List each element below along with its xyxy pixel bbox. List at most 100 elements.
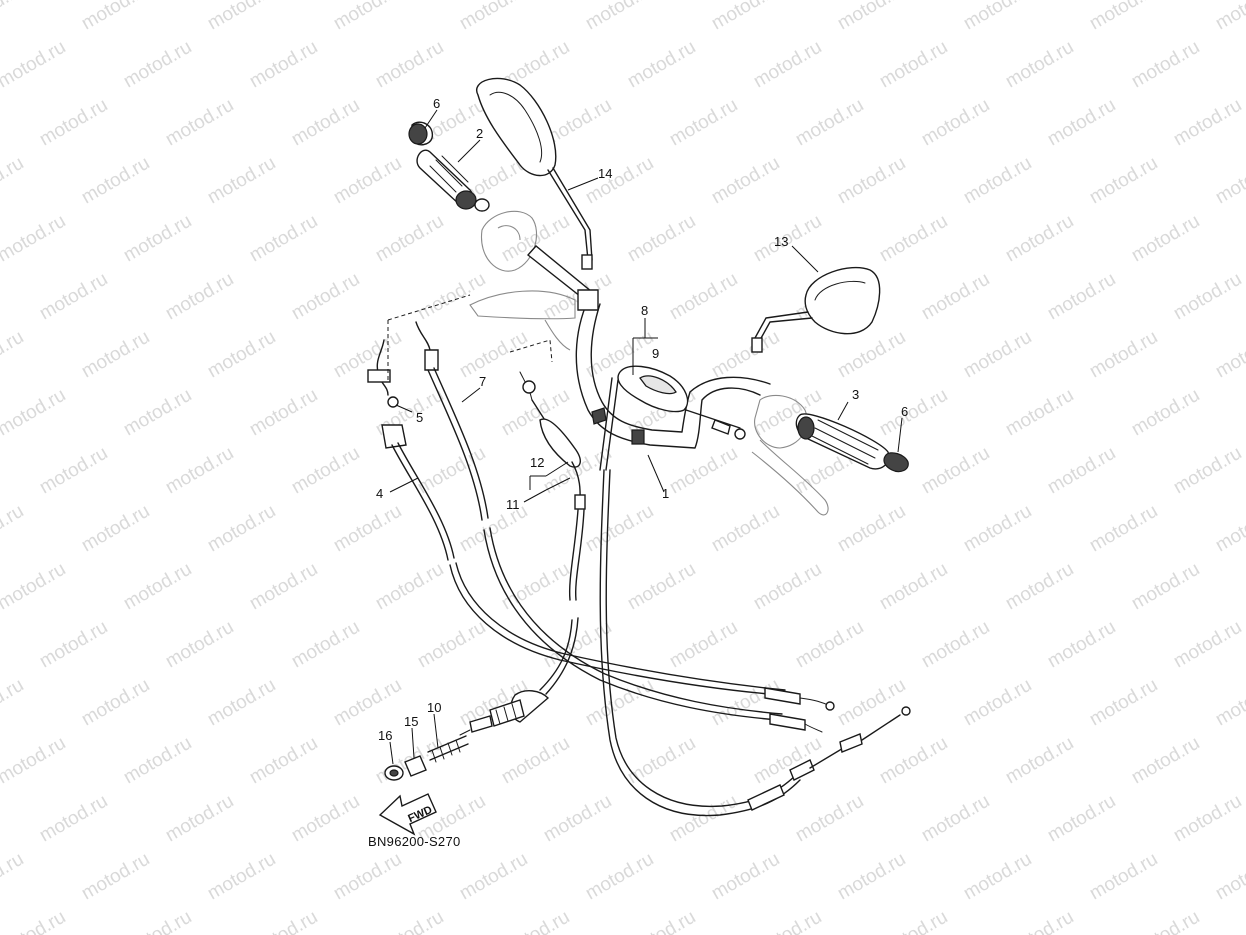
watermark-text: motod.ru	[582, 153, 657, 209]
watermark-text: motod.ru	[834, 501, 909, 557]
callout-16: 16	[378, 728, 392, 743]
watermark-text: motod.ru	[666, 443, 741, 499]
watermark-text: motod.ru	[162, 617, 237, 673]
watermark-text: motod.ru	[78, 153, 153, 209]
watermark-text: motod.ru	[162, 269, 237, 325]
watermark-text: motod.ru	[876, 559, 951, 615]
callout-8: 8	[641, 303, 648, 318]
watermark-text: motod.ru	[330, 675, 405, 731]
watermark-text: motod.ru	[204, 327, 279, 383]
watermark-text: motod.ru	[120, 37, 195, 93]
watermark-text: motod.ru	[1128, 211, 1203, 267]
callout-11: 11	[506, 497, 520, 512]
watermark-text: motod.ru	[1002, 907, 1077, 935]
watermark-text: motod.ru	[498, 733, 573, 789]
watermark-text: motod.ru	[582, 0, 657, 34]
watermark-text: motod.ru	[834, 153, 909, 209]
watermark-text: motod.ru	[288, 95, 363, 151]
cap-16	[384, 765, 404, 781]
watermark-text: motod.ru	[456, 849, 531, 905]
watermark-text: motod.ru	[120, 907, 195, 935]
watermark-text: motod.ru	[456, 0, 531, 34]
callout-14: 14	[598, 166, 612, 181]
watermark-text: motod.ru	[246, 733, 321, 789]
watermark-text: motod.ru	[1086, 501, 1161, 557]
right-mirror	[751, 266, 881, 353]
watermark-text: motod.ru	[36, 791, 111, 847]
watermark-text: motod.ru	[1044, 617, 1119, 673]
watermark-text: motod.ru	[78, 501, 153, 557]
right-grip	[685, 394, 909, 516]
callout-6-left: 6	[433, 96, 440, 111]
watermark-text: motod.ru	[1044, 791, 1119, 847]
watermark-text: motod.ru	[1128, 37, 1203, 93]
watermark-text: motod.ru	[708, 153, 783, 209]
watermark-text: motod.ru	[0, 501, 27, 557]
watermark-text: motod.ru	[708, 0, 783, 34]
watermark-text: motod.ru	[1170, 617, 1245, 673]
watermark-text: motod.ru	[1044, 269, 1119, 325]
long-cable	[599, 469, 911, 817]
watermark-text: motod.ru	[834, 327, 909, 383]
left-switch-housing	[469, 210, 576, 351]
watermark-text: motod.ru	[1170, 269, 1245, 325]
watermark-text: motod.ru	[288, 443, 363, 499]
watermark-text: motod.ru	[960, 153, 1035, 209]
watermark-text: motod.ru	[330, 849, 405, 905]
watermark-text: motod.ru	[162, 95, 237, 151]
watermark-text: motod.ru	[414, 617, 489, 673]
watermark-text: motod.ru	[0, 0, 27, 34]
watermark-text: motod.ru	[0, 385, 69, 441]
callout-6-right: 6	[901, 404, 908, 419]
watermark-text: motod.ru	[0, 675, 27, 731]
watermark-text: motod.ru	[246, 385, 321, 441]
watermark-text: motod.ru	[876, 37, 951, 93]
watermark-text: motod.ru	[1212, 153, 1246, 209]
watermark-text: motod.ru	[1002, 211, 1077, 267]
watermark-text: motod.ru	[288, 617, 363, 673]
watermark-text: motod.ru	[120, 385, 195, 441]
watermark-text: motod.ru	[288, 791, 363, 847]
watermark-text: motod.ru	[918, 443, 993, 499]
watermark-text: motod.ru	[204, 153, 279, 209]
watermark-text: motod.ru	[372, 907, 447, 935]
watermark-text: motod.ru	[960, 327, 1035, 383]
callouts: 6 2 14 13 8 9 3 6 7 5 4 12 11 1 10 15 16	[376, 96, 908, 743]
watermark-text: motod.ru	[1212, 675, 1246, 731]
watermark-text: motod.ru	[456, 327, 531, 383]
watermark-text: motod.ru	[582, 501, 657, 557]
watermark-text: motod.ru	[1086, 849, 1161, 905]
watermark-text: motod.ru	[1002, 37, 1077, 93]
watermark-text: motod.ru	[792, 95, 867, 151]
callout-2: 2	[476, 126, 483, 141]
watermark-text: motod.ru	[0, 733, 69, 789]
watermark-text: motod.ru	[960, 0, 1035, 34]
watermark-text: motod.ru	[330, 153, 405, 209]
watermark-text: motod.ru	[666, 617, 741, 673]
watermark-text: motod.ru	[624, 211, 699, 267]
handlebar	[526, 245, 771, 449]
watermark-text: motod.ru	[372, 37, 447, 93]
spring-10	[427, 735, 469, 763]
watermark-text: motod.ru	[792, 617, 867, 673]
watermark-text: motod.ru	[78, 327, 153, 383]
watermark-text: motod.ru	[162, 791, 237, 847]
watermark-text: motod.ru	[120, 733, 195, 789]
watermark-text: motod.ru	[624, 907, 699, 935]
watermark-text: motod.ru	[1002, 385, 1077, 441]
watermark-text: motod.ru	[1086, 0, 1161, 34]
watermark-text: motod.ru	[666, 269, 741, 325]
switch-block	[599, 365, 689, 471]
callout-1: 1	[662, 486, 669, 501]
watermark-text: motod.ru	[120, 211, 195, 267]
watermark-text: motod.ru	[1044, 443, 1119, 499]
callout-7: 7	[479, 374, 486, 389]
callout-10: 10	[427, 700, 441, 715]
cable-7	[415, 321, 823, 733]
left-mirror	[475, 77, 593, 270]
leader-lines	[389, 109, 903, 765]
cable-11	[459, 371, 586, 736]
watermark-text: motod.ru	[1170, 791, 1245, 847]
watermark-text: motod.ru	[1128, 733, 1203, 789]
